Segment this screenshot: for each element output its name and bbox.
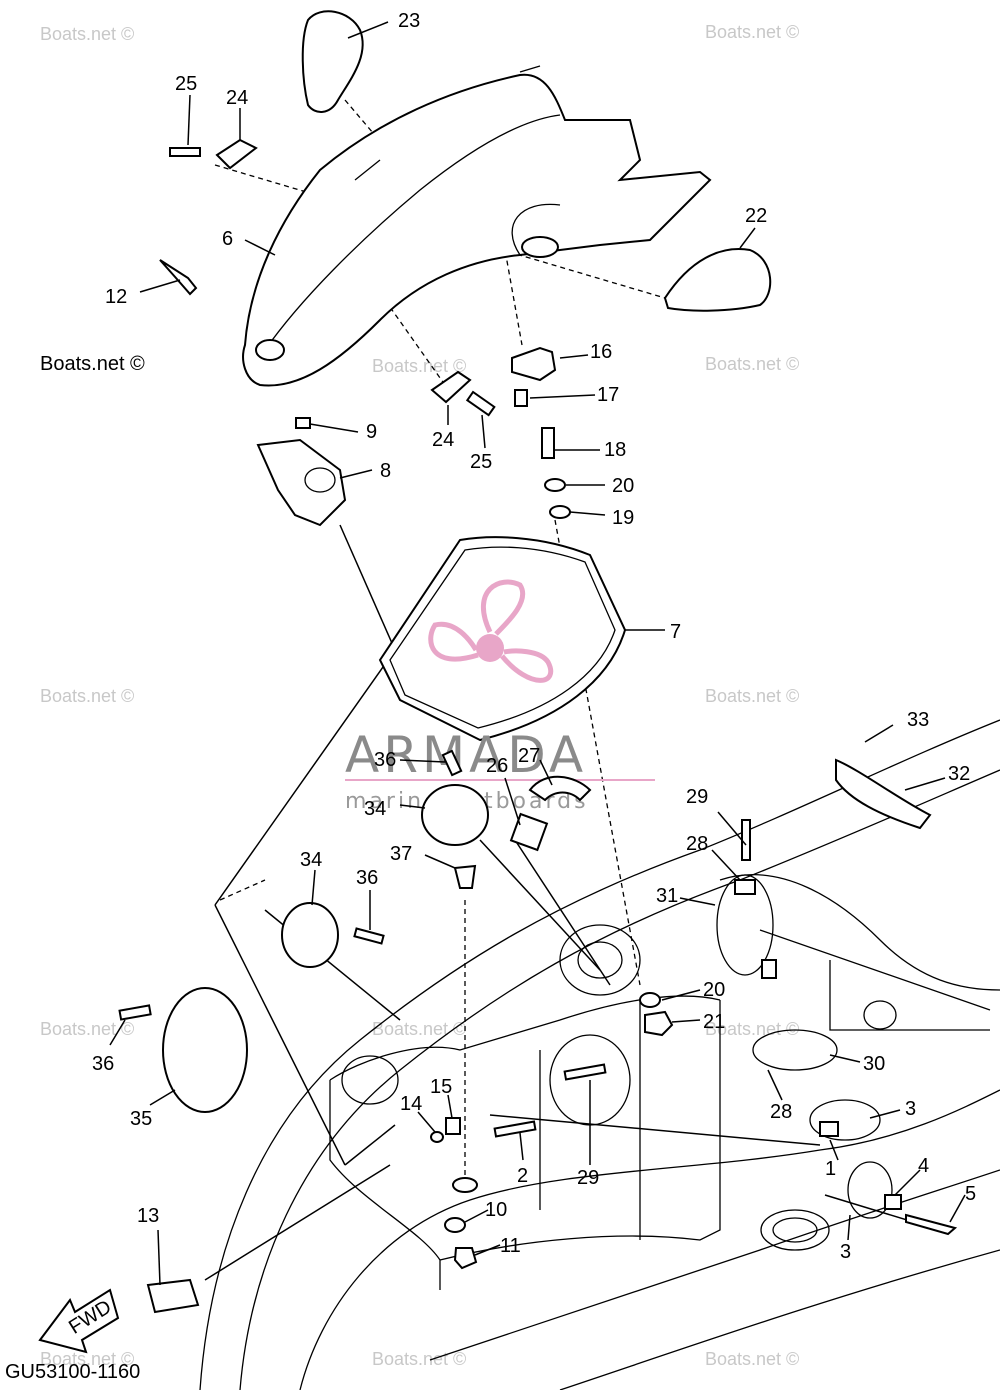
diagram-code: GU53100-1160: [5, 1361, 140, 1383]
callout-36: 36: [374, 749, 396, 771]
callout-leaders: [109, 21, 966, 1286]
callout-35: 35: [130, 1108, 152, 1130]
hardware-16-21: [511, 346, 674, 1037]
straps: [716, 758, 958, 1236]
watermark: Boats.net ©: [40, 686, 134, 706]
callout-29b: 29: [577, 1167, 599, 1189]
callout-6: 6: [222, 228, 233, 250]
callout-14: 14: [400, 1093, 422, 1115]
callout-16: 16: [590, 341, 612, 363]
callout-34b: 34: [300, 849, 322, 871]
callout-20: 20: [612, 475, 634, 497]
hatch-cover: [242, 65, 712, 387]
callout-13: 13: [137, 1205, 159, 1227]
callout-36c: 36: [92, 1053, 114, 1075]
callout-8: 8: [380, 460, 391, 482]
callout-27: 27: [518, 745, 540, 767]
callout-31: 31: [656, 885, 678, 907]
watermark: Boats.net ©: [705, 686, 799, 706]
fasteners: [118, 749, 607, 1314]
callout-19: 19: [612, 507, 634, 529]
watermark: Boats.net ©: [40, 24, 134, 44]
part-24-25: [169, 138, 496, 417]
callout-24b: 24: [432, 429, 454, 451]
fwd-arrow-icon: FWD: [38, 1288, 120, 1354]
callout-7: 7: [670, 621, 681, 643]
watermark: Boats.net ©: [372, 356, 466, 376]
watermarks: Boats.net © Boats.net © Boats.net © Boat…: [40, 22, 799, 1369]
callout-36b: 36: [356, 867, 378, 889]
callout-33: 33: [907, 709, 929, 731]
propeller-icon: [428, 579, 554, 683]
callout-24: 24: [226, 87, 248, 109]
callout-29: 29: [686, 786, 708, 808]
callout-23: 23: [398, 10, 420, 32]
callout-3b: 3: [840, 1241, 851, 1263]
part-23: [301, 10, 364, 113]
watermark: Boats.net ©: [372, 1019, 466, 1039]
callout-28: 28: [686, 833, 708, 855]
watermark-main: Boats.net ©: [40, 353, 145, 375]
part-22: [663, 248, 772, 312]
callout-21: 21: [703, 1011, 725, 1033]
callout-26: 26: [486, 755, 508, 777]
watermark: Boats.net ©: [40, 1019, 134, 1039]
callout-11: 11: [500, 1235, 521, 1257]
callout-37: 37: [390, 843, 412, 865]
hull-outline: [199, 719, 1000, 1390]
watermark: Boats.net ©: [705, 1349, 799, 1369]
callout-20b: 20: [703, 979, 725, 1001]
watermark: Boats.net ©: [705, 354, 799, 374]
covers: [162, 775, 592, 1113]
callout-28b: 28: [770, 1101, 792, 1123]
callout-34: 34: [364, 798, 386, 820]
callouts: 23 25 24 6 22 12 16 17 9 24 18 25 8 20 1…: [92, 10, 976, 1263]
callout-2: 2: [517, 1165, 528, 1187]
callout-22: 22: [745, 205, 767, 227]
callout-5: 5: [965, 1183, 976, 1205]
watermark: Boats.net ©: [40, 1349, 134, 1369]
callout-3: 3: [905, 1098, 916, 1120]
gasket: [378, 536, 627, 742]
watermark: Boats.net ©: [705, 1019, 799, 1039]
callout-25: 25: [175, 73, 197, 95]
callout-18: 18: [604, 439, 626, 461]
callout-9: 9: [366, 421, 377, 443]
callout-17: 17: [597, 384, 619, 406]
callout-25b: 25: [470, 451, 492, 473]
callout-4: 4: [918, 1155, 929, 1177]
callout-32: 32: [948, 763, 970, 785]
callout-12: 12: [105, 286, 127, 308]
callout-1: 1: [825, 1158, 836, 1180]
callout-10: 10: [485, 1199, 507, 1221]
part-8-9: [256, 417, 347, 527]
part-12: [159, 259, 198, 296]
brand-name: ARMADA: [345, 726, 587, 784]
watermark: Boats.net ©: [705, 22, 799, 42]
callout-15: 15: [430, 1076, 452, 1098]
callout-30: 30: [863, 1053, 885, 1075]
watermark: Boats.net ©: [372, 1349, 466, 1369]
